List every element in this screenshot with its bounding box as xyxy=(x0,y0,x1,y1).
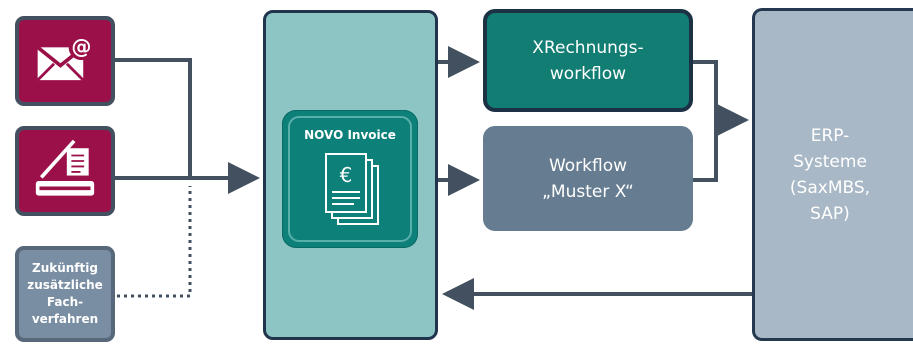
svg-text:€: € xyxy=(340,163,353,187)
future-procedures-label: Zukünftig zusätzliche Fach- verfahren xyxy=(27,261,103,326)
erp-systems-panel: ERP- Systeme (SaxMBS, SAP) xyxy=(752,8,913,341)
envelope-at-icon: @ xyxy=(36,34,95,82)
mail-connector xyxy=(115,58,192,178)
novo-invoice-ring xyxy=(288,116,412,242)
future-dotted-connector xyxy=(117,186,192,298)
muster-workflow-box: Workflow „Muster X“ xyxy=(483,126,693,231)
novo-invoice-tile: NOVO Invoice € xyxy=(282,110,418,248)
invoice-euro-documents-icon: € xyxy=(325,153,379,225)
future-procedures-tile: Zukünftig zusätzliche Fach- verfahren xyxy=(15,246,115,342)
erp-systems-label: ERP- Systeme (SaxMBS, SAP) xyxy=(789,125,871,224)
svg-text:@: @ xyxy=(71,35,91,59)
xrechnung-workflow-label: XRechnungs- workflow xyxy=(532,37,644,84)
scanner-source-tile xyxy=(15,126,115,216)
muster-workflow-label: Workflow „Muster X“ xyxy=(542,155,634,202)
document-scanner-icon xyxy=(35,139,95,196)
mail-source-tile: @ xyxy=(15,16,115,106)
novo-invoice-title: NOVO Invoice xyxy=(304,128,396,142)
xrechnung-workflow-box: XRechnungs- workflow xyxy=(483,9,693,112)
xrechnung-to-erp xyxy=(693,60,718,182)
